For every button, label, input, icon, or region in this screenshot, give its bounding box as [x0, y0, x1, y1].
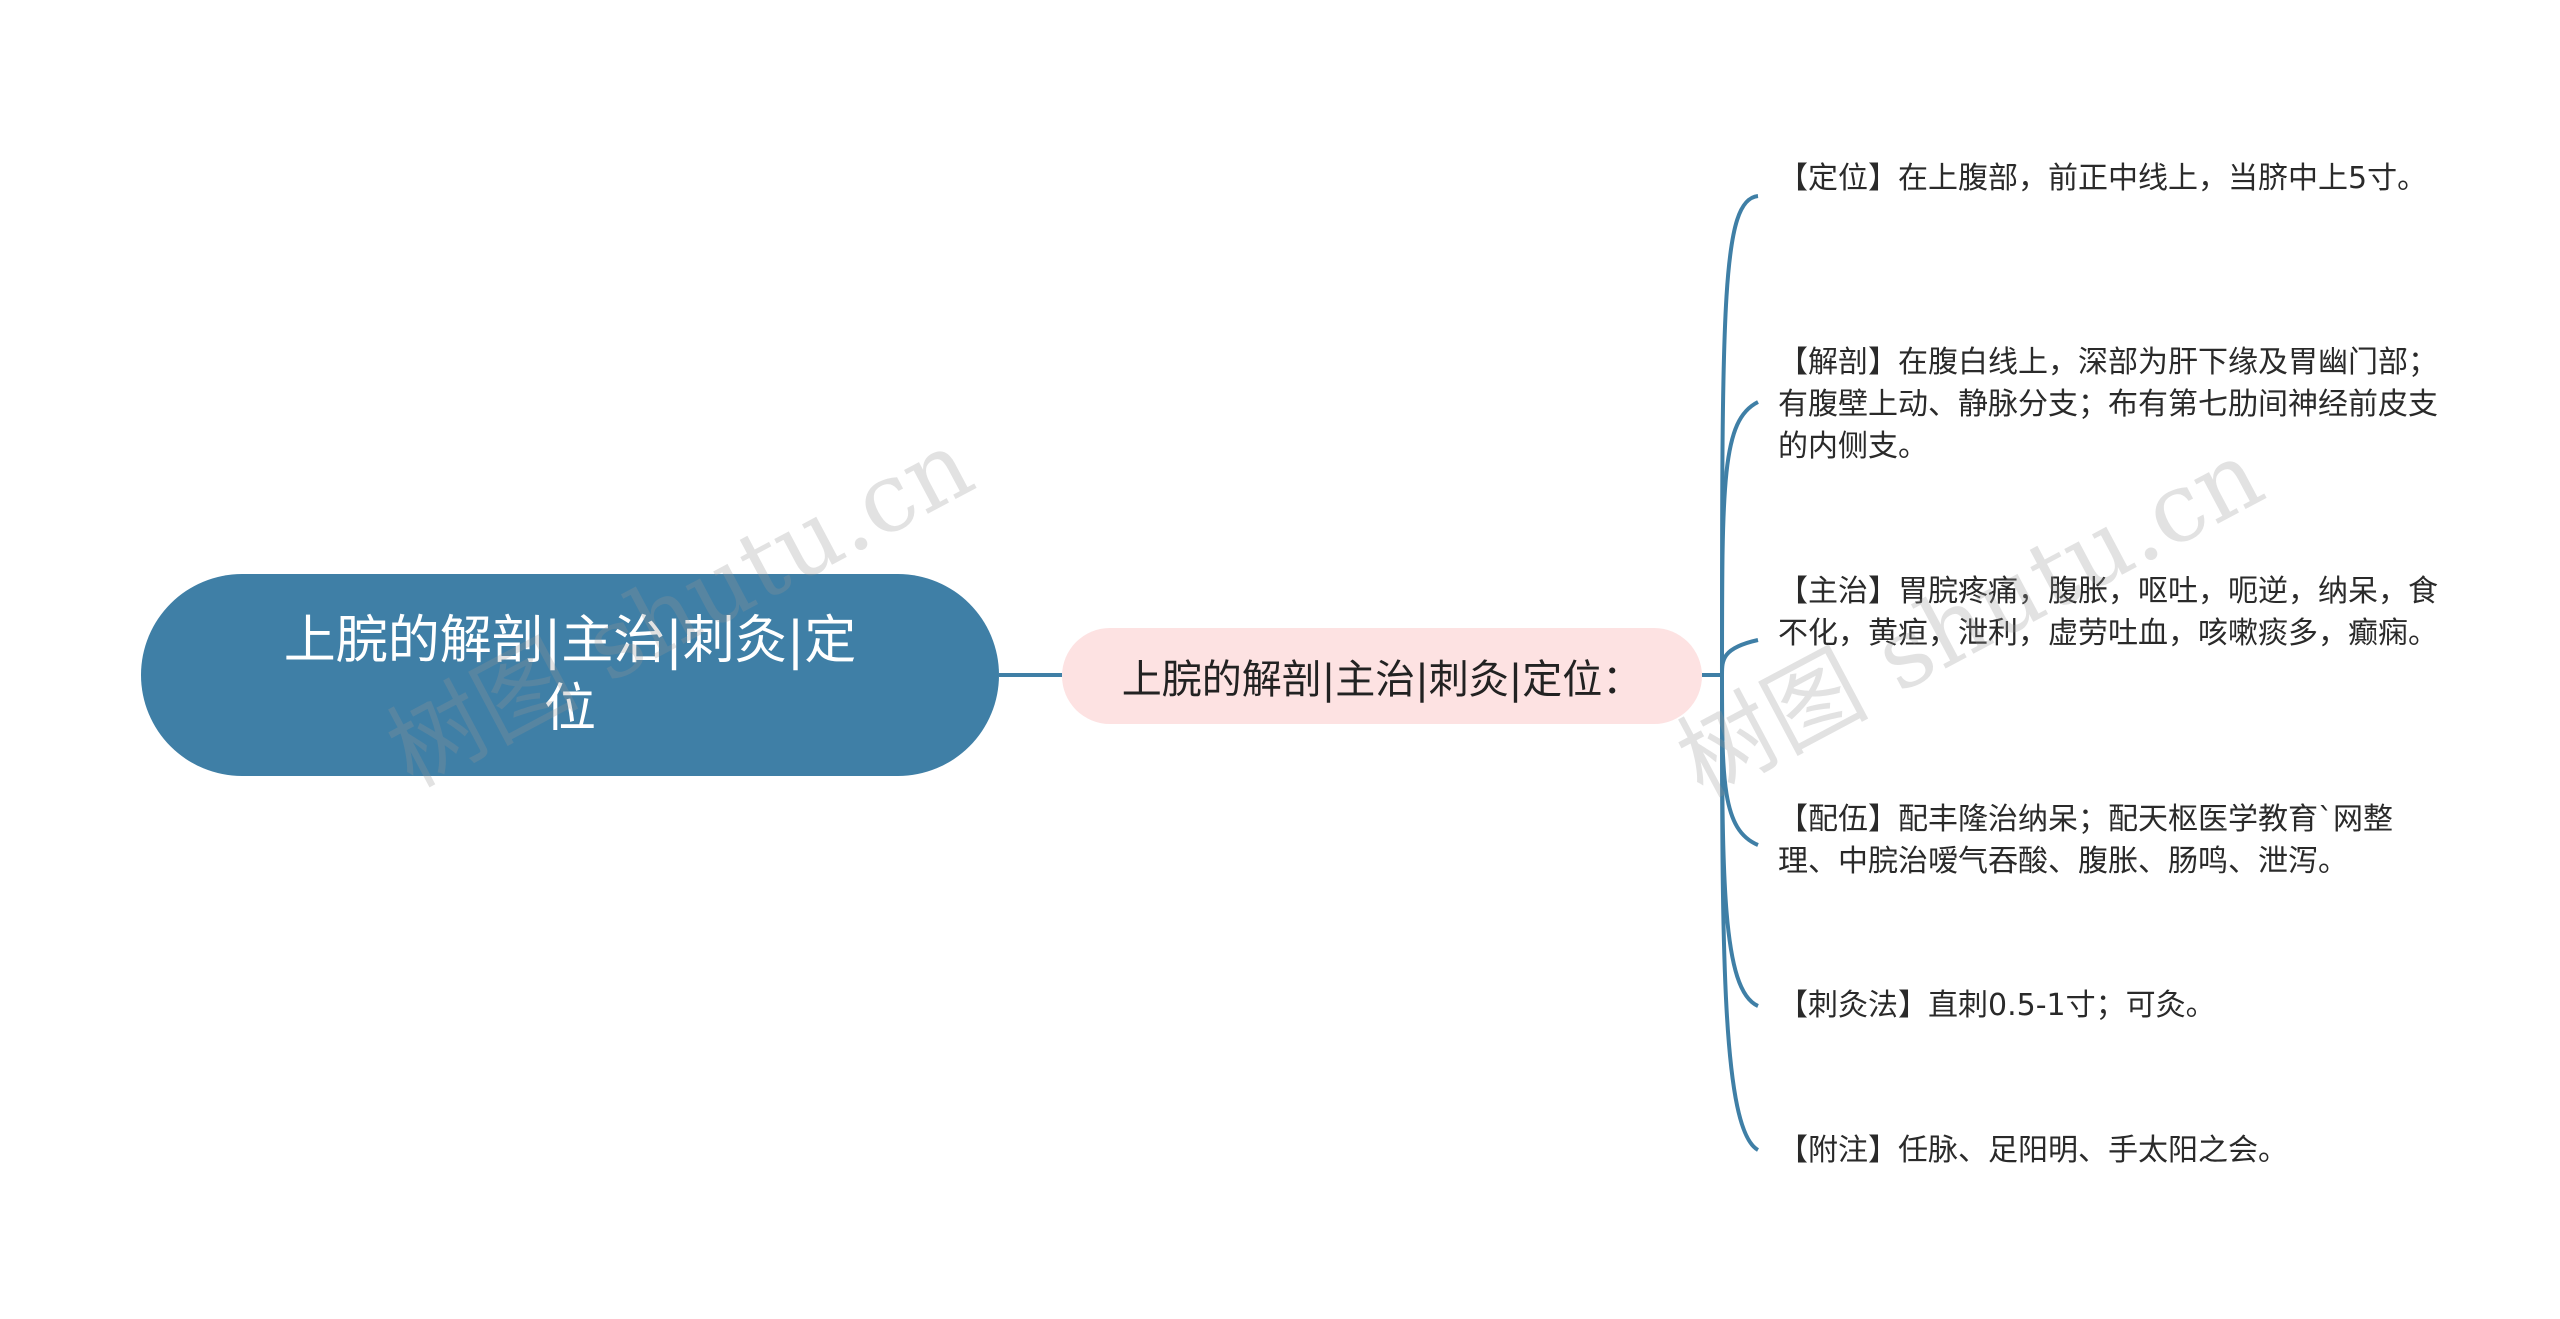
- leaf-text: 【附注】任脉、足阳明、手太阳之会。: [1778, 1133, 2288, 1168]
- leaf-text: 【刺灸法】直刺0.5-1寸；可灸。: [1778, 988, 2216, 1023]
- leaf-topic-anatomy[interactable]: 【解剖】在腹白线上，深部为肝下缘及胃幽门部；有腹壁上动、静脉分支；布有第七肋间神…: [1778, 342, 2438, 468]
- leaf-connector-2: [1720, 400, 1759, 676]
- leaf-text: 【主治】胃脘疼痛，腹胀，呕吐，呃逆，纳呆，食不化，黄疸，泄利，虚劳吐血，咳嗽痰多…: [1778, 574, 2438, 651]
- leaf-text: 【解剖】在腹白线上，深部为肝下缘及胃幽门部；有腹壁上动、静脉分支；布有第七肋间神…: [1778, 345, 2438, 464]
- leaf-text: 【配伍】配丰隆治纳呆；配天枢医学教育`网整理、中脘治嗳气吞酸、腹胀、肠鸣、泄泻。: [1778, 802, 2393, 879]
- root-topic[interactable]: 上脘的解剖|主治|刺灸|定位: [141, 574, 999, 776]
- leaf-topic-needling[interactable]: 【刺灸法】直刺0.5-1寸；可灸。: [1778, 985, 2438, 1027]
- branch-topic[interactable]: 上脘的解剖|主治|刺灸|定位：: [1062, 628, 1702, 724]
- leaf-connector-3: [1720, 638, 1759, 676]
- leaf-connector-1: [1720, 194, 1759, 676]
- root-topic-label: 上脘的解剖|主治|刺灸|定位: [283, 611, 857, 739]
- leaf-connector-6: [1720, 674, 1760, 1152]
- leaf-topic-notes[interactable]: 【附注】任脉、足阳明、手太阳之会。: [1778, 1130, 2438, 1172]
- leaf-text: 【定位】在上腹部，前正中线上，当脐中上5寸。: [1778, 161, 2428, 196]
- branch-topic-label: 上脘的解剖|主治|刺灸|定位：: [1121, 657, 1643, 703]
- leaf-topic-combination[interactable]: 【配伍】配丰隆治纳呆；配天枢医学教育`网整理、中脘治嗳气吞酸、腹胀、肠鸣、泄泻。: [1778, 799, 2438, 883]
- leaf-topic-location[interactable]: 【定位】在上腹部，前正中线上，当脐中上5寸。: [1778, 158, 2438, 200]
- leaf-topic-indications[interactable]: 【主治】胃脘疼痛，腹胀，呕吐，呃逆，纳呆，食不化，黄疸，泄利，虚劳吐血，咳嗽痰多…: [1778, 571, 2438, 655]
- leaf-connector-4: [1720, 674, 1759, 847]
